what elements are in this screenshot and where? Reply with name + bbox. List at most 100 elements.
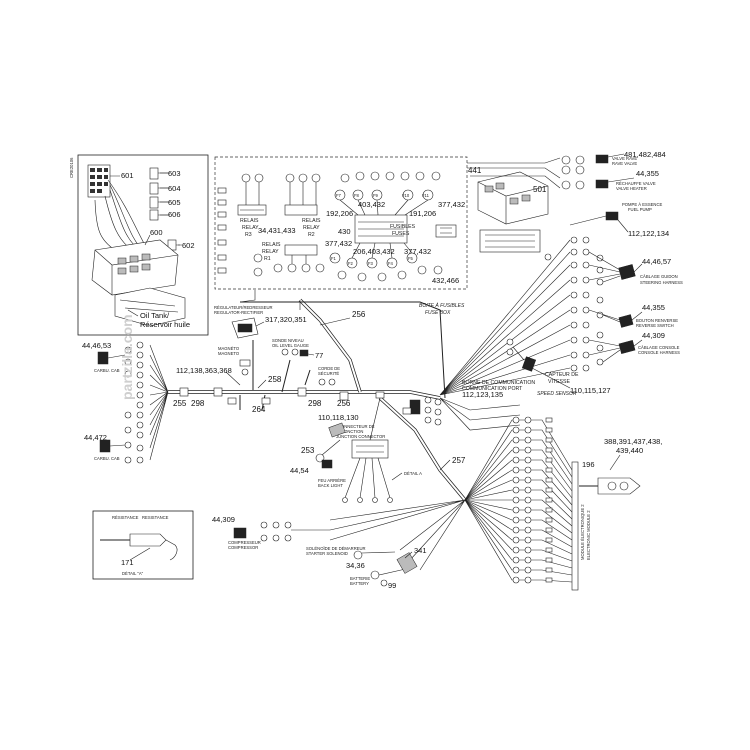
ref-206-403-432: 206,403,432 (353, 247, 395, 256)
ref-171: 171 (121, 558, 134, 567)
ecu-terminal (545, 577, 553, 583)
ecu-pin (512, 546, 520, 554)
svg-text:SPEED SENSOR: SPEED SENSOR (537, 391, 577, 397)
fuse-row-top: F7 F8 F9 F10 F11 (334, 171, 441, 201)
ref-255: 255 (173, 399, 187, 408)
svg-text:FEU ARRIÈRE: FEU ARRIÈRE (318, 478, 346, 483)
ref-432-466: 432,466 (432, 276, 459, 285)
ref-256-a: 256 (352, 310, 366, 319)
svg-text:RÉGULATEUR/REDRESSEUR: RÉGULATEUR/REDRESSEUR (214, 305, 273, 310)
relay-r2: RELAIS RELAY R2 (284, 173, 321, 238)
ecu-terminal (545, 417, 553, 423)
ecu-pin (512, 516, 520, 524)
ecu-pin (524, 466, 532, 474)
svg-text:RESISTANCE: RESISTANCE (142, 515, 169, 520)
left-carb-groups: CARBU. CAB 44,46,53 CARBU. CAB 44,472 (82, 341, 169, 464)
svg-text:VALVE HEATER: VALVE HEATER (616, 186, 647, 191)
svg-text:COMMUNICATION PORT: COMMUNICATION PORT (462, 386, 523, 392)
ecu-wire (464, 479, 573, 513)
fuse-box-caption-fr: BOITE À FUSIBLES (419, 302, 465, 309)
ecu-pin (524, 456, 532, 464)
svg-text:FUSES: FUSES (392, 231, 410, 237)
svg-text:R2: R2 (308, 232, 315, 238)
svg-text:MODULE ÉLECTRONIQUE 2: MODULE ÉLECTRONIQUE 2 (580, 504, 585, 560)
oil-tank-en: Oil Tank/ (140, 311, 170, 320)
svg-text:ELECTRONIC MODULE 2: ELECTRONIC MODULE 2 (586, 510, 591, 560)
doc-code: CRE20106 (69, 157, 74, 178)
ref-192-206: 192,206 (326, 209, 353, 218)
ecu-terminal (545, 447, 553, 453)
starter-battery: SOLÉNOÏDE DE DÉMARREUR STARTER SOLENOID … (306, 499, 466, 590)
svg-text:MAGNÉTO: MAGNÉTO (218, 346, 240, 351)
ref-481-482-484: 481,482,484 (624, 150, 666, 159)
svg-text:BATTERIE: BATTERIE (350, 576, 370, 581)
svg-text:CAPTEUR DE: CAPTEUR DE (545, 372, 579, 378)
svg-text:MAGNETO: MAGNETO (218, 351, 240, 356)
ref-44-309-a: 44,309 (642, 331, 665, 340)
magneto-oil: MAGNÉTO MAGNETO SONDE NIVEAU OIL LEVEL G… (218, 338, 340, 386)
ref-298-a: 298 (191, 399, 205, 408)
svg-text:RÉCHAUFFE VALVE: RÉCHAUFFE VALVE (616, 181, 656, 186)
ecu-pin (524, 416, 532, 424)
ref-605: 605 (168, 198, 181, 207)
ref-377-432-a: 377,432 (438, 200, 465, 209)
svg-text:SONDE NIVEAU: SONDE NIVEAU (272, 338, 304, 343)
svg-text:R3: R3 (245, 232, 252, 238)
detail-a-box: RÉSISTANCE RESISTANCE 171 DÉTAIL "A" (92, 510, 194, 580)
svg-text:SOLÉNOÏDE DE DÉMARREUR: SOLÉNOÏDE DE DÉMARREUR (306, 546, 366, 551)
ref-600: 600 (150, 228, 163, 237)
svg-text:POMPE À ESSENCE: POMPE À ESSENCE (622, 202, 662, 207)
svg-text:REGULATOR-RECTIFIER: REGULATOR-RECTIFIER (214, 310, 263, 315)
svg-text:RELAIS: RELAIS (240, 218, 259, 224)
ref-501: 501 (533, 185, 547, 194)
ref-601: 601 (121, 171, 134, 180)
right-fanout-pins (570, 236, 604, 372)
ecu-pin (512, 416, 520, 424)
ecu-wire (464, 489, 573, 520)
svg-text:CARBU. CAB: CARBU. CAB (94, 456, 120, 461)
ecu-terminal (545, 527, 553, 533)
ref-110-118-130: 110,118,130 (318, 413, 359, 422)
fuse-box-left-connectors (217, 187, 227, 274)
svg-text:OIL LEVEL GAUGE: OIL LEVEL GAUGE (272, 343, 309, 348)
ecu-pin (524, 536, 532, 544)
regulator: RÉGULATEUR/REDRESSEUR REGULATOR-RECTIFIE… (214, 305, 307, 339)
ecu-terminal (545, 487, 553, 493)
svg-text:F3: F3 (368, 261, 374, 266)
svg-text:RÉSISTANCE: RÉSISTANCE (112, 515, 139, 520)
ref-34-431-433: 34,431,433 (258, 226, 296, 235)
ecu-terminal (545, 537, 553, 543)
svg-text:DÉTAIL A: DÉTAIL A (404, 471, 422, 476)
ref-112-123-135: 112,123,135 (462, 390, 503, 399)
svg-text:F4: F4 (388, 261, 394, 266)
watermark: partzilla.com (119, 314, 135, 400)
ecu-pin (512, 536, 520, 544)
ecu-terminal (545, 477, 553, 483)
ref-34-36: 34,36 (346, 561, 365, 570)
ref-258: 258 (268, 375, 282, 384)
ref-430: 430 (338, 227, 351, 236)
svg-text:R1: R1 (264, 256, 271, 262)
ref-44-355-a: 44,355 (636, 169, 659, 178)
svg-text:COMPRESSOR: COMPRESSOR (228, 545, 258, 550)
svg-text:F1: F1 (331, 256, 337, 261)
svg-text:F2: F2 (348, 261, 354, 266)
svg-text:CORDE DE: CORDE DE (318, 366, 340, 371)
svg-text:RELAY: RELAY (242, 225, 259, 231)
ecu-pin (512, 456, 520, 464)
ecu-terminal (545, 507, 553, 513)
inset-panel: 601 603 604 605 606 600 602 Oil Tank/ Ré… (77, 154, 209, 336)
ref-388-391: 388,391,437,438, (604, 437, 662, 446)
svg-text:RELAIS: RELAIS (262, 242, 281, 248)
relay-r1: RELAIS RELAY R1 (253, 242, 325, 277)
ecu-pin (524, 546, 532, 554)
ref-604: 604 (168, 184, 181, 193)
ecu-module: MODULE ÉLECTRONIQUE 2 ELECTRONIC MODULE … (571, 437, 662, 591)
ref-253: 253 (301, 446, 315, 455)
ecu-pin (524, 526, 532, 534)
svg-text:CÂBLAGE CONSOLE: CÂBLAGE CONSOLE (638, 345, 680, 350)
ecu-pin (524, 446, 532, 454)
ref-256-b: 256 (337, 399, 351, 408)
svg-text:CÂBLAGE GUIDON: CÂBLAGE GUIDON (640, 274, 678, 279)
